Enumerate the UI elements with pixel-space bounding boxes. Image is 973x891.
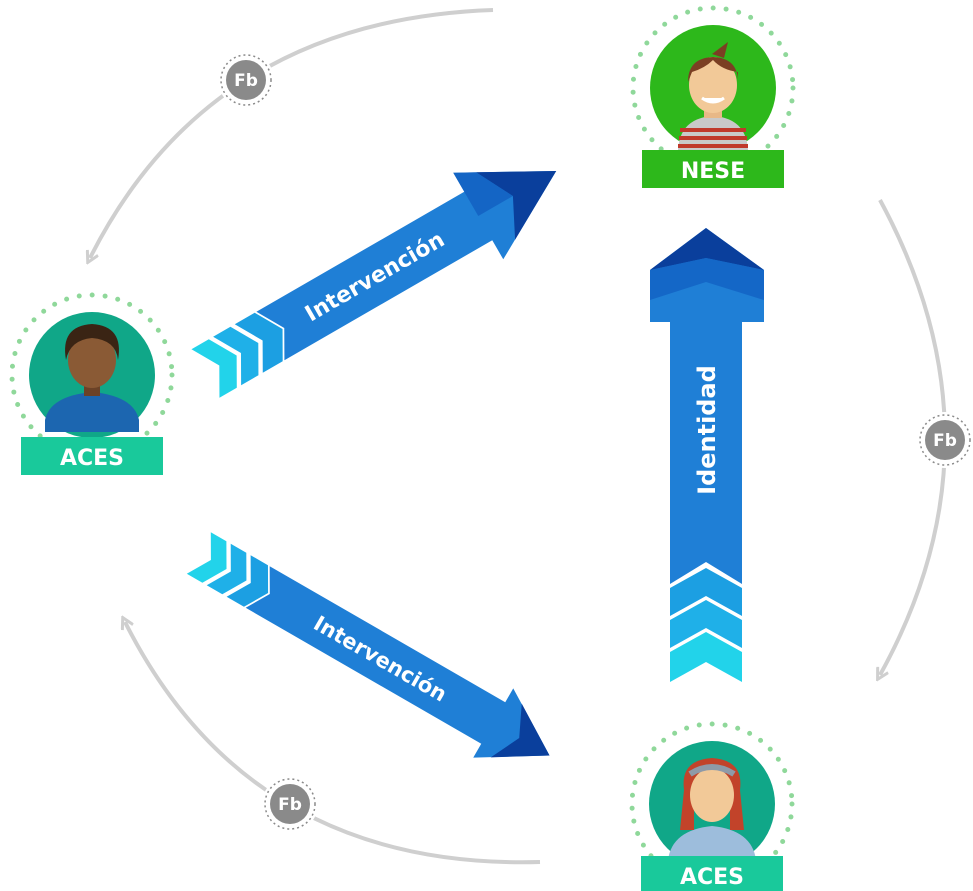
label-box [21, 437, 163, 475]
chevron [670, 632, 742, 682]
arrow-head [490, 703, 550, 758]
dotted-ring [629, 721, 795, 887]
fb-badge-right[interactable]: Fb [917, 412, 973, 468]
chevron [670, 568, 742, 616]
dotted-ring [9, 292, 175, 458]
intervention-arrow-lower: Intervención [186, 532, 550, 758]
node-label: ACES [680, 865, 744, 890]
fb-badge-top-left[interactable]: Fb [218, 52, 274, 108]
arrow-head-mid [453, 172, 513, 216]
avatar [678, 42, 748, 150]
arrow-head-mid [650, 258, 764, 300]
chevron [213, 326, 259, 386]
chevron [670, 600, 742, 648]
chevron [191, 339, 237, 398]
fb-label: Fb [278, 795, 302, 815]
identity-arrow: Identidad [650, 228, 764, 682]
avatar [668, 758, 756, 860]
chevron [186, 532, 227, 583]
arrow-shaft [650, 228, 764, 584]
node-nese[interactable]: NESE [630, 5, 796, 188]
fb-label: Fb [933, 431, 957, 451]
fb-label: Fb [234, 71, 258, 91]
label-box [641, 856, 783, 891]
arrow-head [650, 228, 764, 270]
node-label: NESE [681, 159, 745, 184]
arrow-head [476, 171, 557, 240]
dotted-ring [630, 5, 796, 171]
intervention-arrow-upper: Intervención [191, 171, 557, 398]
chevron [226, 555, 269, 607]
arrow-shaft [245, 566, 550, 758]
avatar [45, 324, 139, 432]
fb-badge-bottom-left[interactable]: Fb [262, 776, 318, 832]
node-aces-bottom[interactable]: ACES [629, 721, 795, 891]
node-label: ACES [60, 446, 124, 471]
chevron [206, 543, 247, 595]
arrow-shaft [256, 171, 557, 361]
cycle-arc-bottom-left [125, 622, 541, 865]
arrow-label: Identidad [693, 365, 721, 495]
node-aces-left[interactable]: ACES [9, 292, 175, 475]
chevron [234, 312, 283, 373]
label-box [642, 150, 784, 188]
